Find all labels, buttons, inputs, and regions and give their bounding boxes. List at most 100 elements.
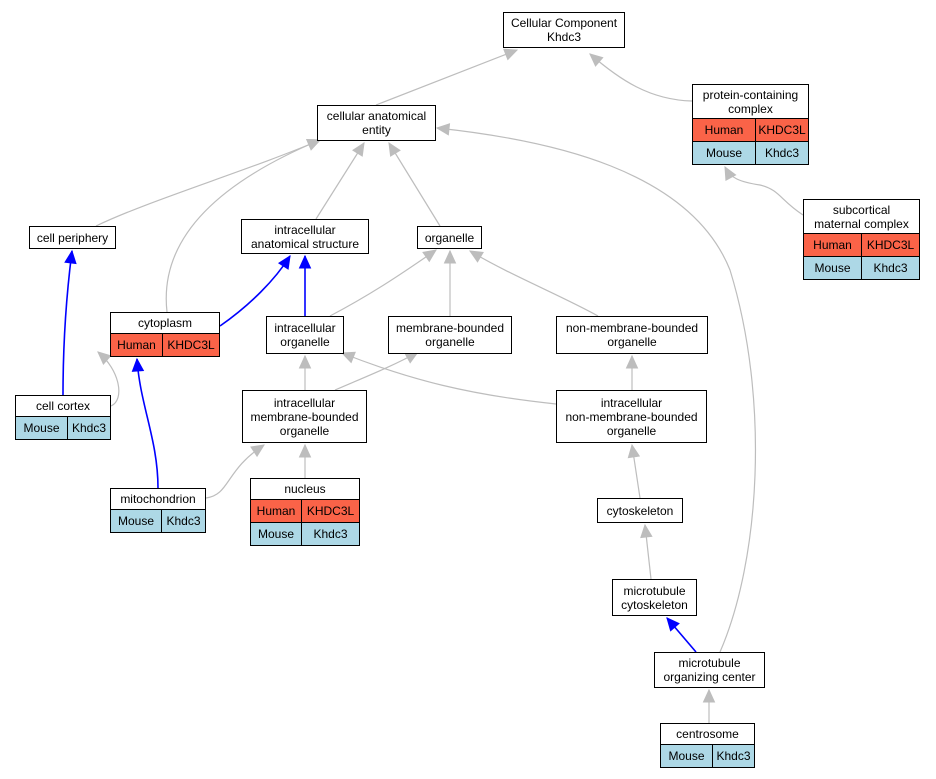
- species-label: Human: [111, 334, 163, 356]
- species-label: Mouse: [251, 523, 302, 545]
- edge-protein-complex-to-root-arrowhead: [589, 53, 604, 67]
- edge-cellular-anatomical-entity-to-root: [375, 49, 518, 106]
- edge-intracellular-anatomical-structure-to-cellular-anatomical-entity-arrowhead: [352, 141, 365, 157]
- node-title: Cellular Component Khdc3: [510, 16, 618, 44]
- edge-scmc-to-protein-complex-arrowhead: [724, 165, 737, 181]
- node-title: cell periphery: [36, 230, 109, 245]
- node-title: organelle: [424, 230, 475, 245]
- species-label: Mouse: [16, 417, 68, 439]
- human-annotation-row: Human KHDC3L: [251, 499, 359, 522]
- edge-cytoskeleton-to-intracellular-non-membrane-bounded-organelle-arrowhead: [627, 443, 641, 459]
- node-non-membrane-bounded-organelle[interactable]: non-membrane-bounded organelle: [556, 316, 708, 354]
- node-membrane-bounded-organelle[interactable]: membrane-bounded organelle: [388, 316, 512, 354]
- node-microtubule-cytoskeleton[interactable]: microtubule cytoskeleton: [612, 579, 697, 616]
- gene-label: KHDC3L: [306, 504, 355, 518]
- node-mtoc[interactable]: microtubule organizing center: [654, 652, 765, 688]
- node-intracellular-membrane-bounded-organelle[interactable]: intracellular membrane-bounded organelle: [242, 390, 367, 443]
- edge-cell-cortex-to-cytoplasm-arrowhead: [97, 351, 112, 365]
- edge-non-membrane-bounded-organelle-to-organelle: [469, 250, 599, 317]
- edge-mitochondrion-to-intracellular-membrane-bounded-organelle-arrowhead: [250, 444, 266, 458]
- edge-scmc-to-protein-complex: [724, 166, 804, 216]
- edge-intracellular-organelle-to-organelle: [329, 249, 437, 317]
- node-organelle[interactable]: organelle: [417, 226, 482, 249]
- node-intracellular-organelle[interactable]: intracellular organelle: [266, 316, 344, 354]
- edge-cell-periphery-to-cellular-anatomical-entity: [95, 139, 321, 227]
- node-title: intracellular anatomical structure: [250, 222, 360, 251]
- gene-label: Khdc3: [764, 146, 800, 160]
- edge-microtubule-cytoskeleton-to-cytoskeleton-arrowhead: [640, 523, 653, 539]
- species-label: Mouse: [804, 257, 862, 279]
- node-title: nucleus: [284, 482, 326, 496]
- node-title: microtubule organizing center: [663, 656, 756, 684]
- edge-non-membrane-bounded-organelle-to-organelle-arrowhead: [468, 250, 484, 263]
- gene-label: Khdc3: [873, 261, 908, 275]
- edge-intracellular-organelle-to-organelle-arrowhead: [422, 249, 437, 263]
- human-annotation-row: Human KHDC3L: [111, 333, 219, 356]
- mouse-annotation-row: Mouse Khdc3: [111, 509, 205, 532]
- species-label: Human: [251, 500, 302, 522]
- gene-label: Khdc3: [313, 527, 348, 541]
- edge-cellular-anatomical-entity-to-root-arrowhead: [503, 48, 519, 61]
- species-label: Human: [693, 119, 756, 141]
- edge-intracellular-organelle-to-intracellular-anatomical-structure-arrowhead: [298, 254, 312, 269]
- edge-intracellular-non-membrane-bounded-organelle-to-intracellular-organelle-arrowhead: [340, 351, 356, 364]
- node-root[interactable]: Cellular Component Khdc3: [503, 12, 625, 48]
- edge-mtoc-to-microtubule-cytoskeleton-arrowhead: [666, 617, 680, 632]
- edge-mtoc-to-cellular-anatomical-entity-arrowhead: [435, 123, 451, 136]
- edge-mitochondrion-to-cytoplasm-arrowhead: [131, 357, 145, 372]
- edge-protein-complex-to-root: [589, 53, 693, 102]
- node-cell-periphery[interactable]: cell periphery: [29, 226, 116, 249]
- gene-label: Khdc3: [716, 749, 751, 763]
- node-title: microtubule cytoskeleton: [621, 583, 688, 612]
- edge-cytoplasm-to-intracellular-anatomical-structure-arrowhead: [277, 254, 291, 270]
- node-title: centrosome: [676, 727, 739, 741]
- edge-organelle-to-cellular-anatomical-entity: [388, 142, 441, 227]
- mouse-annotation-row: Mouse Khdc3: [804, 256, 919, 279]
- edge-cytoplasm-to-cellular-anatomical-entity: [165, 139, 321, 313]
- node-cellular-anatomical-entity[interactable]: cellular anatomical entity: [317, 105, 436, 141]
- gene-label: Khdc3: [166, 514, 201, 528]
- edge-nucleus-to-intracellular-membrane-bounded-organelle-arrowhead: [298, 443, 312, 458]
- edge-centrosome-to-mtoc-arrowhead: [702, 688, 716, 703]
- edge-cell-cortex-to-cell-periphery: [62, 250, 73, 396]
- edge-cell-cortex-to-cell-periphery-arrowhead: [64, 249, 77, 265]
- edge-intracellular-membrane-bounded-organelle-to-intracellular-organelle-arrowhead: [298, 354, 312, 369]
- edge-membrane-bounded-organelle-to-organelle-arrowhead: [443, 249, 457, 264]
- node-title: mitochondrion: [120, 492, 196, 506]
- species-label: Mouse: [111, 510, 162, 532]
- node-title: cellular anatomical entity: [326, 109, 427, 137]
- node-intracellular-anatomical-structure[interactable]: intracellular anatomical structure: [241, 219, 369, 254]
- node-title: cell cortex: [35, 399, 91, 413]
- species-label: Human: [804, 234, 862, 256]
- gene-label: Khdc3: [71, 421, 107, 435]
- node-title: cytoplasm: [137, 316, 193, 330]
- edge-intracellular-non-membrane-bounded-organelle-to-intracellular-organelle: [341, 352, 557, 405]
- edge-cytoplasm-to-cellular-anatomical-entity-arrowhead: [306, 139, 322, 151]
- node-title: non-membrane-bounded organelle: [565, 321, 699, 349]
- node-title: intracellular membrane-bounded organelle: [250, 395, 359, 438]
- gene-label: KHDC3L: [758, 123, 806, 137]
- edge-intracellular-anatomical-structure-to-cellular-anatomical-entity: [315, 142, 365, 220]
- gene-label: KHDC3L: [866, 238, 915, 252]
- node-title: intracellular organelle: [274, 321, 336, 349]
- node-intracellular-non-membrane-bounded-organelle[interactable]: intracellular non-membrane-bounded organ…: [556, 390, 707, 443]
- gene-label: KHDC3L: [167, 338, 215, 352]
- edge-intracellular-non-membrane-bounded-organelle-to-non-membrane-bounded-organelle-arrowhead: [625, 354, 639, 369]
- node-title: membrane-bounded organelle: [395, 321, 505, 349]
- mouse-annotation-row: Mouse Khdc3: [251, 522, 359, 545]
- species-label: Mouse: [661, 745, 713, 767]
- node-cytoskeleton[interactable]: cytoskeleton: [597, 498, 683, 523]
- edge-mitochondrion-to-intracellular-membrane-bounded-organelle: [205, 444, 265, 499]
